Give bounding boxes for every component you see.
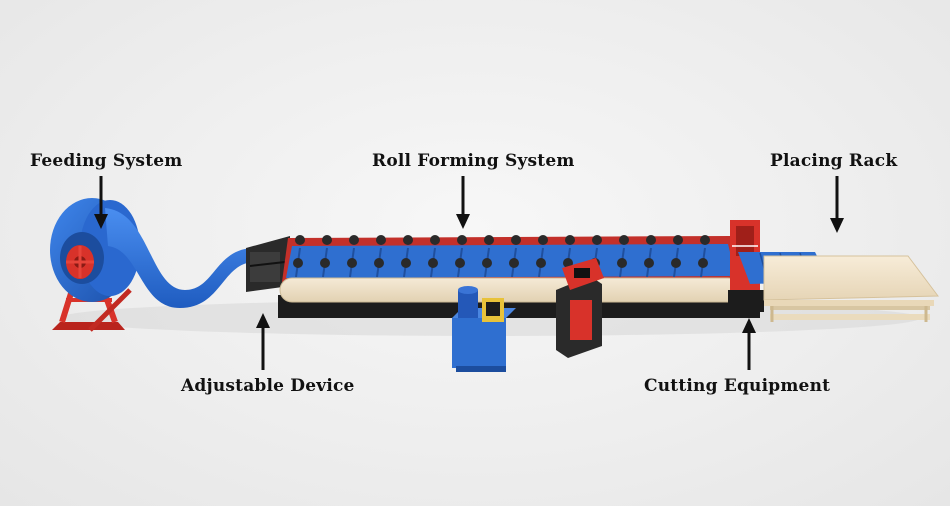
roll-forming-machine <box>278 235 760 318</box>
control-cabinet <box>556 258 604 358</box>
steel-sheet-feed <box>105 208 270 308</box>
label-adjustable-device: Adjustable Device <box>181 376 355 396</box>
adjustable-guide <box>246 236 290 292</box>
label-feeding-system: Feeding System <box>30 151 183 171</box>
placing-rack <box>763 255 939 322</box>
label-roll-forming-system: Roll Forming System <box>372 151 575 171</box>
label-placing-rack: Placing Rack <box>770 151 898 171</box>
callout-arrows <box>94 176 844 370</box>
label-cutting-equipment: Cutting Equipment <box>644 376 831 396</box>
hydraulic-station <box>452 286 516 372</box>
